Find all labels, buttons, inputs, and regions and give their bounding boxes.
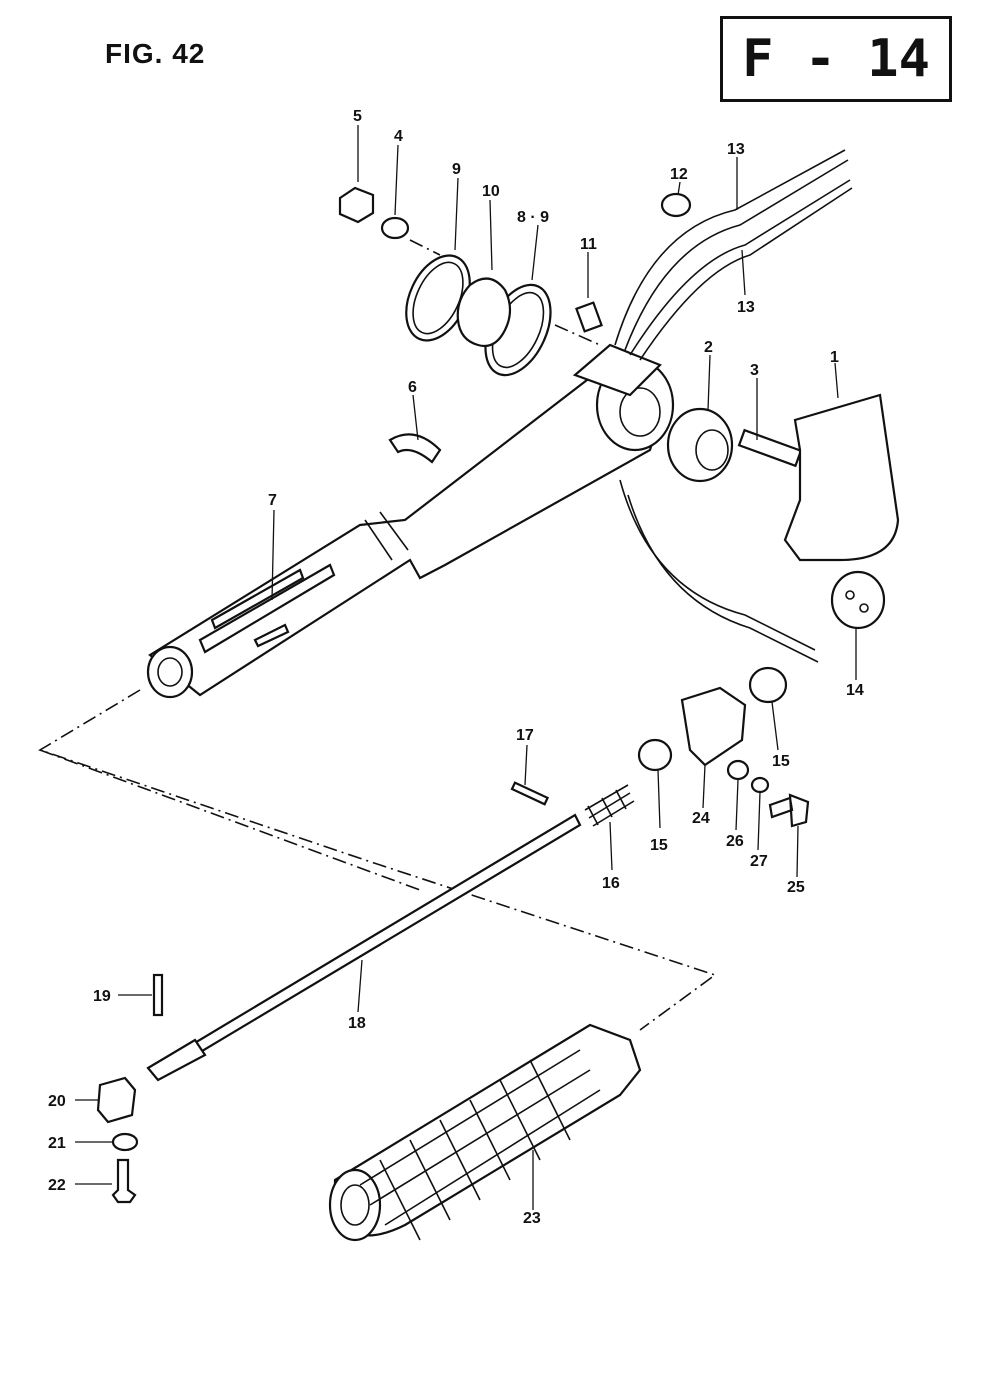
part-2-bushing	[666, 407, 734, 483]
part-15-collar-upper	[748, 666, 788, 704]
part-27-spring-washer	[750, 776, 770, 794]
part-7-tiller-tube	[146, 343, 675, 699]
part-18-throttle-rod	[146, 813, 582, 1082]
part-17-pin	[510, 781, 550, 806]
page-code-box: F - 14	[720, 16, 952, 102]
part-23-grip	[328, 1023, 642, 1242]
callout-4: 4	[394, 128, 403, 145]
callout-16: 16	[602, 875, 620, 892]
part-5-nut	[338, 186, 375, 224]
part-13-cables	[614, 149, 853, 663]
callout-13-upper: 13	[727, 141, 745, 158]
callout-20: 20	[48, 1093, 66, 1110]
callout-21: 21	[48, 1135, 66, 1152]
callout-8-9: 8 · 9	[517, 209, 549, 226]
assembly-line-seal-to-tube	[554, 324, 601, 346]
callout-27: 27	[750, 853, 768, 870]
callout-26: 26	[726, 833, 744, 850]
assembly-line-clip	[409, 239, 441, 256]
part-15-collar-lower	[637, 738, 673, 772]
callout-12: 12	[670, 166, 688, 183]
callout-5: 5	[353, 108, 362, 125]
callout-15-upper: 15	[772, 753, 790, 770]
part-22-screw	[111, 1158, 137, 1204]
part-4-washer	[380, 216, 410, 240]
part-10-wave-washer	[456, 277, 512, 348]
part-6-clip	[388, 433, 442, 464]
callout-14: 14	[846, 682, 864, 699]
leader-lines	[75, 125, 857, 1210]
part-20-block	[96, 1076, 137, 1124]
callout-6: 6	[408, 379, 417, 396]
part-16-spring	[584, 784, 635, 827]
callout-23: 23	[523, 1210, 541, 1227]
part-3-pin	[737, 428, 803, 468]
part-24-throttle-block	[680, 686, 747, 767]
part-9-ring-inner	[412, 261, 464, 335]
figure-label: FIG. 42	[105, 38, 206, 69]
part-25-screw	[768, 793, 810, 828]
callout-11: 11	[580, 236, 597, 253]
part-14-grommet	[830, 570, 886, 630]
part-21-washer	[111, 1132, 139, 1152]
page-code: F - 14	[742, 29, 930, 89]
callout-9: 9	[452, 161, 461, 178]
callout-1: 1	[830, 349, 839, 366]
callout-2: 2	[704, 339, 713, 356]
callout-10: 10	[482, 183, 500, 200]
callout-3: 3	[750, 362, 759, 379]
callout-18: 18	[348, 1015, 366, 1032]
part-26-washer	[726, 759, 750, 781]
callout-25: 25	[787, 879, 805, 896]
callout-7: 7	[268, 492, 277, 509]
assembly-line-rod-cross	[39, 749, 421, 891]
callout-22: 22	[48, 1177, 66, 1194]
part-19-pin	[152, 973, 164, 1017]
callout-19: 19	[93, 988, 111, 1005]
callout-24: 24	[692, 810, 710, 827]
assembly-line-tube-to-grip	[38, 689, 717, 1031]
part-12-grommet	[660, 192, 692, 218]
callout-13-lower: 13	[737, 299, 755, 316]
callout-17: 17	[516, 727, 534, 744]
part-11-key	[575, 301, 603, 333]
callout-15-lower: 15	[650, 837, 668, 854]
part-1-cover	[783, 393, 900, 562]
